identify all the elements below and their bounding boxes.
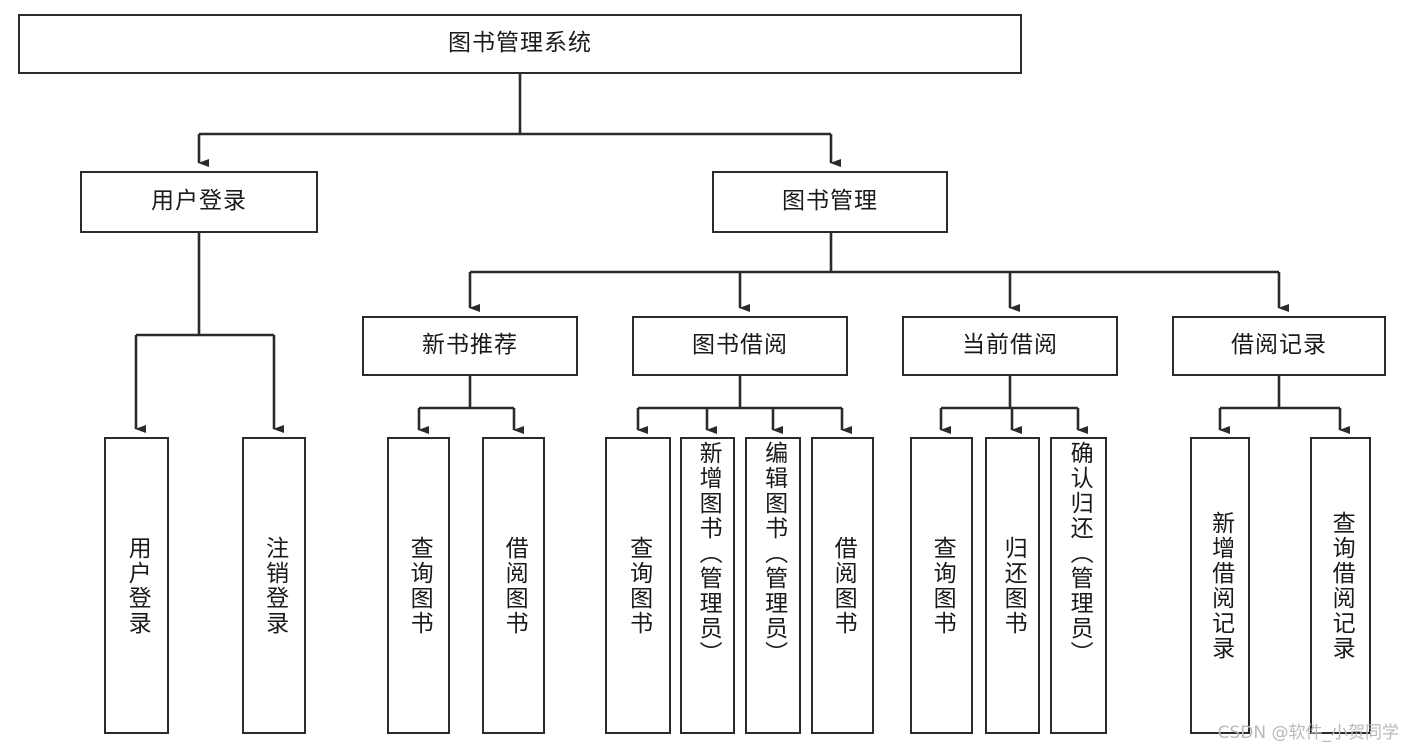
node-leaf-borrow-book-1-label: 借阅图书 <box>501 535 528 636</box>
node-user-login-label: 用户登录 <box>151 188 247 215</box>
node-leaf-borrow-book-2[interactable]: 借阅图书 <box>811 437 874 734</box>
node-leaf-user-login-label: 用户登录 <box>124 535 151 636</box>
node-leaf-query-book-3[interactable]: 查询图书 <box>910 437 973 734</box>
node-book-borrow[interactable]: 图书借阅 <box>632 316 848 376</box>
node-leaf-confirm-return[interactable]: 确认归还（管理员） <box>1050 437 1107 734</box>
node-new-book-recommend-label: 新书推荐 <box>422 332 518 359</box>
node-leaf-query-borrow-record[interactable]: 查询借阅记录 <box>1310 437 1371 734</box>
node-leaf-query-book-2-label: 查询图书 <box>625 535 652 636</box>
csdn-watermark: CSDN @软件_小贺同学 <box>1217 723 1399 743</box>
node-leaf-add-book[interactable]: 新增图书（管理员） <box>680 437 735 734</box>
node-leaf-add-book-label: 新增图书（管理员） <box>695 441 722 666</box>
node-current-borrow-label: 当前借阅 <box>962 332 1058 359</box>
node-leaf-query-book-2[interactable]: 查询图书 <box>605 437 671 734</box>
node-borrow-record-label: 借阅记录 <box>1231 332 1327 359</box>
node-leaf-borrow-book-1[interactable]: 借阅图书 <box>482 437 545 734</box>
node-leaf-edit-book[interactable]: 编辑图书（管理员） <box>745 437 801 734</box>
node-leaf-borrow-book-2-label: 借阅图书 <box>830 535 857 636</box>
node-leaf-logout-label: 注销登录 <box>261 535 288 636</box>
node-leaf-edit-book-label: 编辑图书（管理员） <box>760 441 787 666</box>
node-leaf-add-borrow-record-label: 新增借阅记录 <box>1207 510 1234 661</box>
node-root-system[interactable]: 图书管理系统 <box>18 14 1022 74</box>
node-new-book-recommend[interactable]: 新书推荐 <box>362 316 578 376</box>
node-leaf-query-book-1-label: 查询图书 <box>406 535 433 636</box>
node-leaf-confirm-return-label: 确认归还（管理员） <box>1066 441 1093 666</box>
node-leaf-return-book-label: 归还图书 <box>1000 535 1027 636</box>
node-user-login[interactable]: 用户登录 <box>80 171 318 233</box>
node-book-management-label: 图书管理 <box>782 188 878 215</box>
node-leaf-user-login[interactable]: 用户登录 <box>104 437 169 734</box>
node-book-management[interactable]: 图书管理 <box>712 171 948 233</box>
node-current-borrow[interactable]: 当前借阅 <box>902 316 1118 376</box>
node-book-borrow-label: 图书借阅 <box>692 332 788 359</box>
node-leaf-query-borrow-record-label: 查询借阅记录 <box>1328 510 1355 661</box>
node-borrow-record[interactable]: 借阅记录 <box>1172 316 1386 376</box>
node-leaf-return-book[interactable]: 归还图书 <box>985 437 1040 734</box>
node-leaf-logout[interactable]: 注销登录 <box>242 437 306 734</box>
node-leaf-query-book-3-label: 查询图书 <box>929 535 956 636</box>
node-root-system-label: 图书管理系统 <box>448 30 592 57</box>
node-leaf-add-borrow-record[interactable]: 新增借阅记录 <box>1190 437 1250 734</box>
node-leaf-query-book-1[interactable]: 查询图书 <box>387 437 450 734</box>
